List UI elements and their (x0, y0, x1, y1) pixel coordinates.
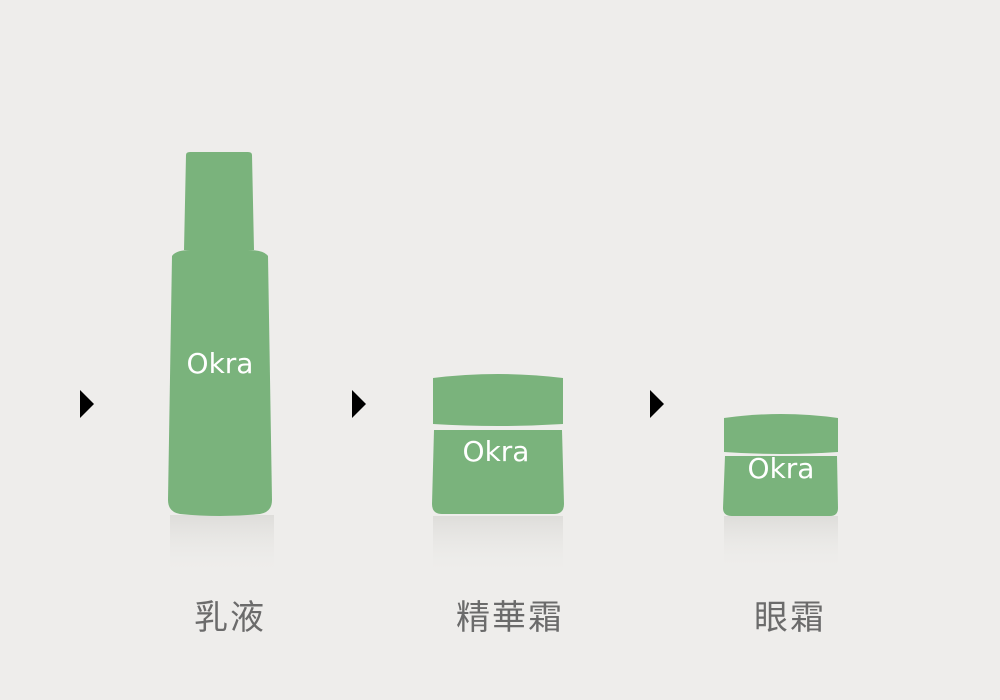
product-bottle: Okra (160, 150, 280, 580)
product-name-eye-cream: 眼霜 (754, 598, 826, 638)
bottle-icon: Okra (168, 152, 274, 575)
brand-label: Okra (187, 347, 254, 380)
arrow-right-icon (650, 390, 664, 418)
arrow-right-icon (352, 390, 366, 418)
jar-icon: Okra (723, 414, 838, 571)
brand-label: Okra (748, 452, 815, 485)
product-jar-small: Okra (720, 410, 842, 580)
arrow-right-icon (80, 390, 94, 418)
product-name-lotion: 乳液 (194, 598, 266, 638)
product-jar-large: Okra (428, 370, 568, 580)
product-name-essence-cream: 精華霜 (456, 598, 564, 638)
brand-label: Okra (463, 435, 530, 468)
jar-icon: Okra (432, 374, 564, 576)
